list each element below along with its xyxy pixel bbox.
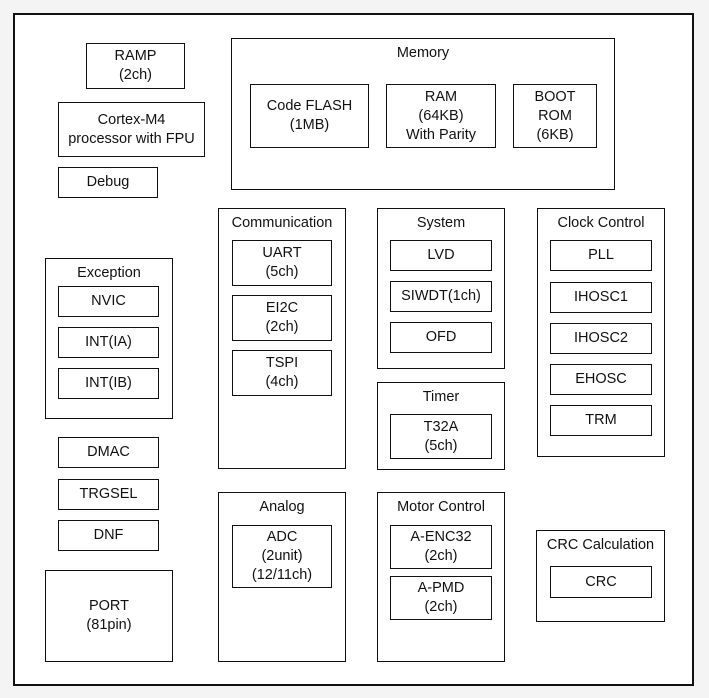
tspi-label: TSPI <box>265 355 299 371</box>
a-enc32-label: A-ENC32 <box>410 529 472 545</box>
uart-channels: (5ch) <box>265 264 299 280</box>
nvic-block: NVIC <box>58 286 159 317</box>
dmac-block: DMAC <box>58 437 159 468</box>
uart-label: UART <box>262 245 302 261</box>
a-enc32-block: A-ENC32 (2ch) <box>390 525 492 569</box>
system-title: System <box>416 215 466 231</box>
trgsel-label: TRGSEL <box>79 486 138 502</box>
port-pins: (81pin) <box>86 617 132 633</box>
ram-block: RAM (64KB) With Parity <box>386 84 496 148</box>
crc-calculation-title: CRC Calculation <box>546 537 655 553</box>
tspi-channels: (4ch) <box>265 374 299 390</box>
a-pmd-channels: (2ch) <box>424 599 458 615</box>
trgsel-block: TRGSEL <box>58 479 159 510</box>
clock-control-title: Clock Control <box>557 215 645 231</box>
ihosc2-block: IHOSC2 <box>550 323 652 354</box>
dnf-block: DNF <box>58 520 159 551</box>
pll-block: PLL <box>550 240 652 271</box>
ofd-label: OFD <box>425 329 457 345</box>
exception-title: Exception <box>77 265 141 281</box>
t32a-block: T32A (5ch) <box>390 414 492 459</box>
int-ib-label: INT(IB) <box>85 375 132 391</box>
debug-label: Debug <box>86 174 130 190</box>
crc-block: CRC <box>550 566 652 598</box>
trm-block: TRM <box>550 405 652 436</box>
boot-rom-block: BOOT ROM (6KB) <box>513 84 597 148</box>
ei2c-block: EI2C (2ch) <box>232 295 332 341</box>
ram-size: (64KB) <box>418 107 464 124</box>
tspi-block: TSPI (4ch) <box>232 350 332 396</box>
ram-parity: With Parity <box>405 126 477 143</box>
adc-label: ADC <box>266 529 298 545</box>
ihosc2-label: IHOSC2 <box>574 330 628 346</box>
int-ib-block: INT(IB) <box>58 368 159 399</box>
a-pmd-label: A-PMD <box>417 580 465 596</box>
int-ia-label: INT(IA) <box>85 334 132 350</box>
motor-control-title: Motor Control <box>397 499 485 515</box>
code-flash-block: Code FLASH (1MB) <box>250 84 369 148</box>
debug-block: Debug <box>58 167 158 198</box>
int-ia-block: INT(IA) <box>58 327 159 358</box>
boot-rom-size: (6KB) <box>536 126 574 143</box>
ramp-block: RAMP (2ch) <box>86 43 185 89</box>
pll-label: PLL <box>588 247 614 263</box>
uart-block: UART (5ch) <box>232 240 332 286</box>
lvd-label: LVD <box>427 247 455 263</box>
ram-label: RAM <box>424 88 458 105</box>
crc-label: CRC <box>585 573 617 590</box>
ei2c-channels: (2ch) <box>265 319 299 335</box>
communication-title: Communication <box>231 215 333 231</box>
a-pmd-block: A-PMD (2ch) <box>390 576 492 620</box>
boot-rom-label-1: BOOT <box>534 88 576 105</box>
siwdt-label: SIWDT(1ch) <box>401 288 481 304</box>
code-flash-size: (1MB) <box>289 117 330 133</box>
analog-title: Analog <box>259 499 305 515</box>
adc-channels: (12/11ch) <box>251 567 313 583</box>
cortex-label: Cortex-M4 <box>97 111 166 128</box>
ramp-label: RAMP <box>114 48 157 64</box>
ofd-block: OFD <box>390 322 492 353</box>
cortex-detail: processor with FPU <box>68 130 195 147</box>
t32a-channels: (5ch) <box>424 437 458 454</box>
boot-rom-label-2: ROM <box>538 107 572 124</box>
code-flash-label: Code FLASH <box>266 98 353 114</box>
port-label: PORT <box>88 598 130 614</box>
nvic-label: NVIC <box>91 293 126 309</box>
lvd-block: LVD <box>390 240 492 271</box>
siwdt-block: SIWDT(1ch) <box>390 281 492 312</box>
t32a-label: T32A <box>423 418 459 435</box>
dnf-label: DNF <box>93 527 124 543</box>
port-block: PORT (81pin) <box>45 570 173 662</box>
ei2c-label: EI2C <box>265 300 299 316</box>
adc-units: (2unit) <box>261 548 303 564</box>
adc-block: ADC (2unit) (12/11ch) <box>232 525 332 588</box>
ramp-channels: (2ch) <box>118 67 153 83</box>
dmac-label: DMAC <box>87 444 130 460</box>
memory-title: Memory <box>396 45 450 61</box>
cortex-m4-block: Cortex-M4 processor with FPU <box>58 102 205 157</box>
trm-label: TRM <box>585 412 617 428</box>
ihosc1-label: IHOSC1 <box>574 289 628 305</box>
ihosc1-block: IHOSC1 <box>550 282 652 313</box>
ehosc-block: EHOSC <box>550 364 652 395</box>
ehosc-label: EHOSC <box>575 371 627 387</box>
timer-title: Timer <box>422 389 460 405</box>
a-enc32-channels: (2ch) <box>424 548 458 564</box>
